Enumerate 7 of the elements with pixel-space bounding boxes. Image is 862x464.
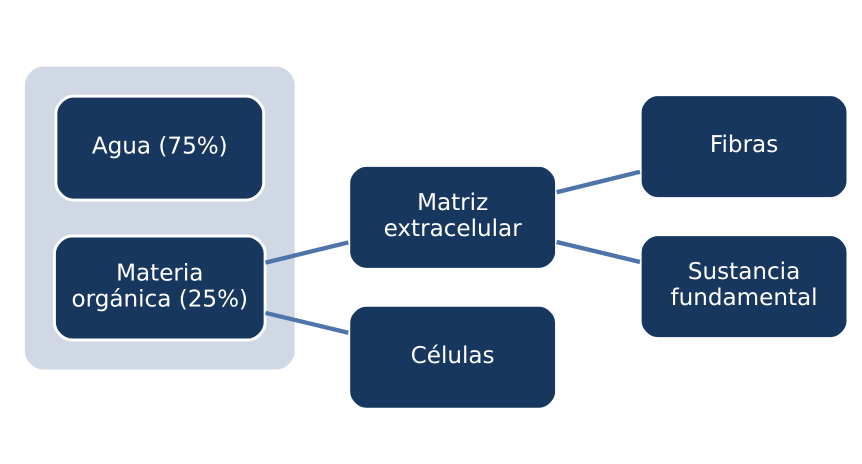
- connector: [556, 169, 640, 194]
- connector: [265, 310, 349, 334]
- node-box: Agua (75%): [54, 94, 266, 201]
- node-box: Materia orgánica (25%): [53, 234, 267, 341]
- connector: [556, 239, 640, 264]
- cluster: [24, 66, 295, 370]
- connector: [264, 240, 349, 264]
